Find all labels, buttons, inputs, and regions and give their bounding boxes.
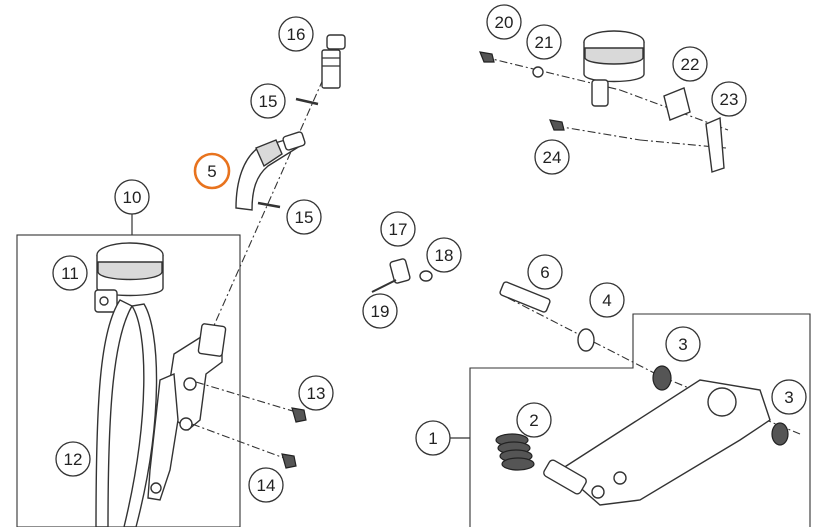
brake-lever (558, 379, 771, 506)
washer-lower (257, 201, 281, 209)
callout-18: 18 (426, 237, 462, 273)
svg-text:5: 5 (207, 162, 216, 181)
bushing-3-right (771, 422, 789, 446)
clevis-pin (389, 258, 411, 284)
reservoir-cap-ridges (97, 261, 163, 281)
brake-lever-group (495, 281, 801, 506)
callout-2: 2 (516, 402, 552, 438)
svg-text:16: 16 (287, 25, 306, 44)
callout-17: 17 (380, 211, 416, 247)
assembly-axis-hose (211, 49, 337, 331)
svg-text:2: 2 (529, 411, 538, 430)
callout-16: 16 (278, 16, 314, 52)
callout-14: 14 (248, 467, 284, 503)
brake-hose-assembly (211, 34, 346, 331)
callout-1: 1 (415, 420, 451, 456)
return-spring (495, 433, 535, 471)
callout-4: 4 (589, 282, 625, 318)
group-frame-10 (16, 234, 241, 527)
svg-text:10: 10 (123, 188, 142, 207)
bolt-13 (291, 407, 307, 423)
washer-4 (577, 328, 595, 352)
callout-6: 6 (527, 254, 563, 290)
callout-21: 21 (526, 24, 562, 60)
callout-19: 19 (362, 293, 398, 329)
callout-24: 24 (534, 139, 570, 175)
callout-12: 12 (55, 441, 91, 477)
svg-text:18: 18 (435, 246, 454, 265)
rear-reservoir-group (479, 30, 729, 173)
callout-10: 10 (114, 179, 150, 215)
pivot-bolt (499, 281, 551, 313)
svg-text:21: 21 (535, 33, 554, 52)
svg-text:4: 4 (602, 291, 611, 310)
svg-text:19: 19 (371, 302, 390, 321)
svg-text:24: 24 (543, 148, 562, 167)
reservoir-hose (95, 299, 133, 527)
pin-washer (419, 270, 433, 282)
callout-15-lower: 15 (286, 199, 322, 235)
callout-3-right: 3 (771, 379, 807, 415)
svg-text:15: 15 (295, 208, 314, 227)
svg-text:15: 15 (259, 92, 278, 111)
svg-text:20: 20 (495, 13, 514, 32)
group-frame-1 (469, 313, 811, 527)
callout-13: 13 (298, 375, 334, 411)
callout-23: 23 (711, 81, 747, 117)
svg-text:13: 13 (307, 384, 326, 403)
callout-20: 20 (486, 4, 522, 40)
svg-text:12: 12 (64, 450, 83, 469)
svg-text:6: 6 (540, 263, 549, 282)
svg-text:22: 22 (681, 55, 700, 74)
svg-text:14: 14 (257, 476, 276, 495)
washer-21 (532, 66, 544, 78)
cylinder-port (197, 323, 227, 357)
master-cylinder-group (94, 242, 307, 527)
svg-text:3: 3 (678, 335, 687, 354)
screw-20 (479, 51, 495, 63)
foot-peg (543, 459, 587, 495)
svg-text:3: 3 (784, 388, 793, 407)
svg-text:1: 1 (428, 429, 437, 448)
svg-text:11: 11 (61, 264, 79, 283)
cotter-pin (371, 279, 397, 293)
pin-group (371, 258, 433, 293)
bushing-3-left (652, 365, 672, 391)
svg-text:23: 23 (720, 90, 739, 109)
screw-24 (549, 119, 565, 131)
bracket-22 (663, 87, 691, 121)
callout-15-upper: 15 (250, 83, 286, 119)
banjo-fitting (326, 34, 346, 50)
hose-end-fitting (282, 131, 306, 151)
callout-3-left: 3 (665, 326, 701, 362)
callout-11: 11 (52, 255, 88, 291)
callout-22: 22 (672, 46, 708, 82)
bracket-23 (705, 116, 725, 173)
bolt-14 (281, 453, 297, 469)
callout-5-highlighted: 5 (193, 152, 231, 190)
pushrod-clevis (147, 372, 179, 501)
hose-crimp (255, 139, 283, 168)
svg-text:17: 17 (389, 220, 408, 239)
washer-upper (295, 97, 319, 106)
banjo-fitting-body (321, 49, 341, 89)
